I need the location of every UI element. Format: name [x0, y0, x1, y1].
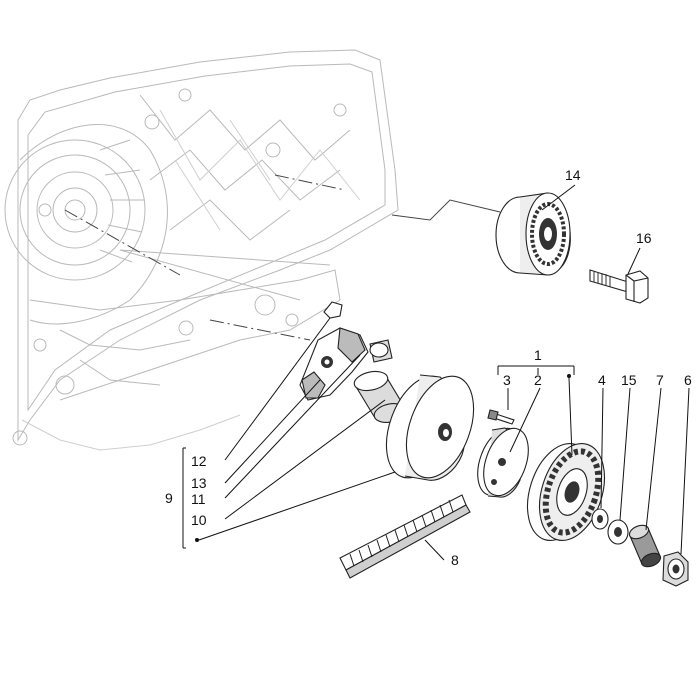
callout-12: 12	[191, 453, 207, 469]
callout-13: 13	[191, 475, 207, 491]
part-3-screw	[487, 409, 515, 425]
part-16-bolt	[589, 269, 649, 304]
part-14-idler-pulley	[495, 192, 571, 276]
part-8-drive-belt	[339, 494, 471, 579]
callout-11: 11	[191, 491, 206, 507]
callout-labels: 14 16 1 3 2 4 15 7 6 12 13 9 11 10 8	[165, 167, 692, 568]
callout-14: 14	[565, 167, 581, 183]
callout-8: 8	[451, 552, 459, 568]
callout-2: 2	[534, 372, 542, 388]
part-6-nut	[662, 551, 689, 587]
callout-10: 10	[191, 512, 207, 528]
callout-9: 9	[165, 490, 173, 506]
part-15-washer	[607, 519, 629, 545]
part-11-bushing	[369, 339, 393, 363]
callout-4: 4	[598, 372, 606, 388]
leader-lines	[182, 184, 690, 561]
callout-15: 15	[621, 372, 637, 388]
callout-3: 3	[503, 372, 511, 388]
callout-7: 7	[656, 372, 664, 388]
callout-6: 6	[684, 372, 692, 388]
part-4-washer	[591, 508, 609, 530]
callout-1: 1	[534, 347, 542, 363]
part-13-slider-plate	[299, 327, 369, 401]
part-2-ramp-plate	[477, 427, 529, 498]
callout-16: 16	[636, 230, 652, 246]
part-9-half-pulley	[385, 374, 475, 481]
alignment-axes	[64, 174, 501, 341]
part-12-clip	[323, 301, 343, 319]
part-7-bushing	[628, 524, 662, 568]
crankcase-housing	[4, 49, 399, 451]
part-fan-pulley	[527, 443, 605, 541]
